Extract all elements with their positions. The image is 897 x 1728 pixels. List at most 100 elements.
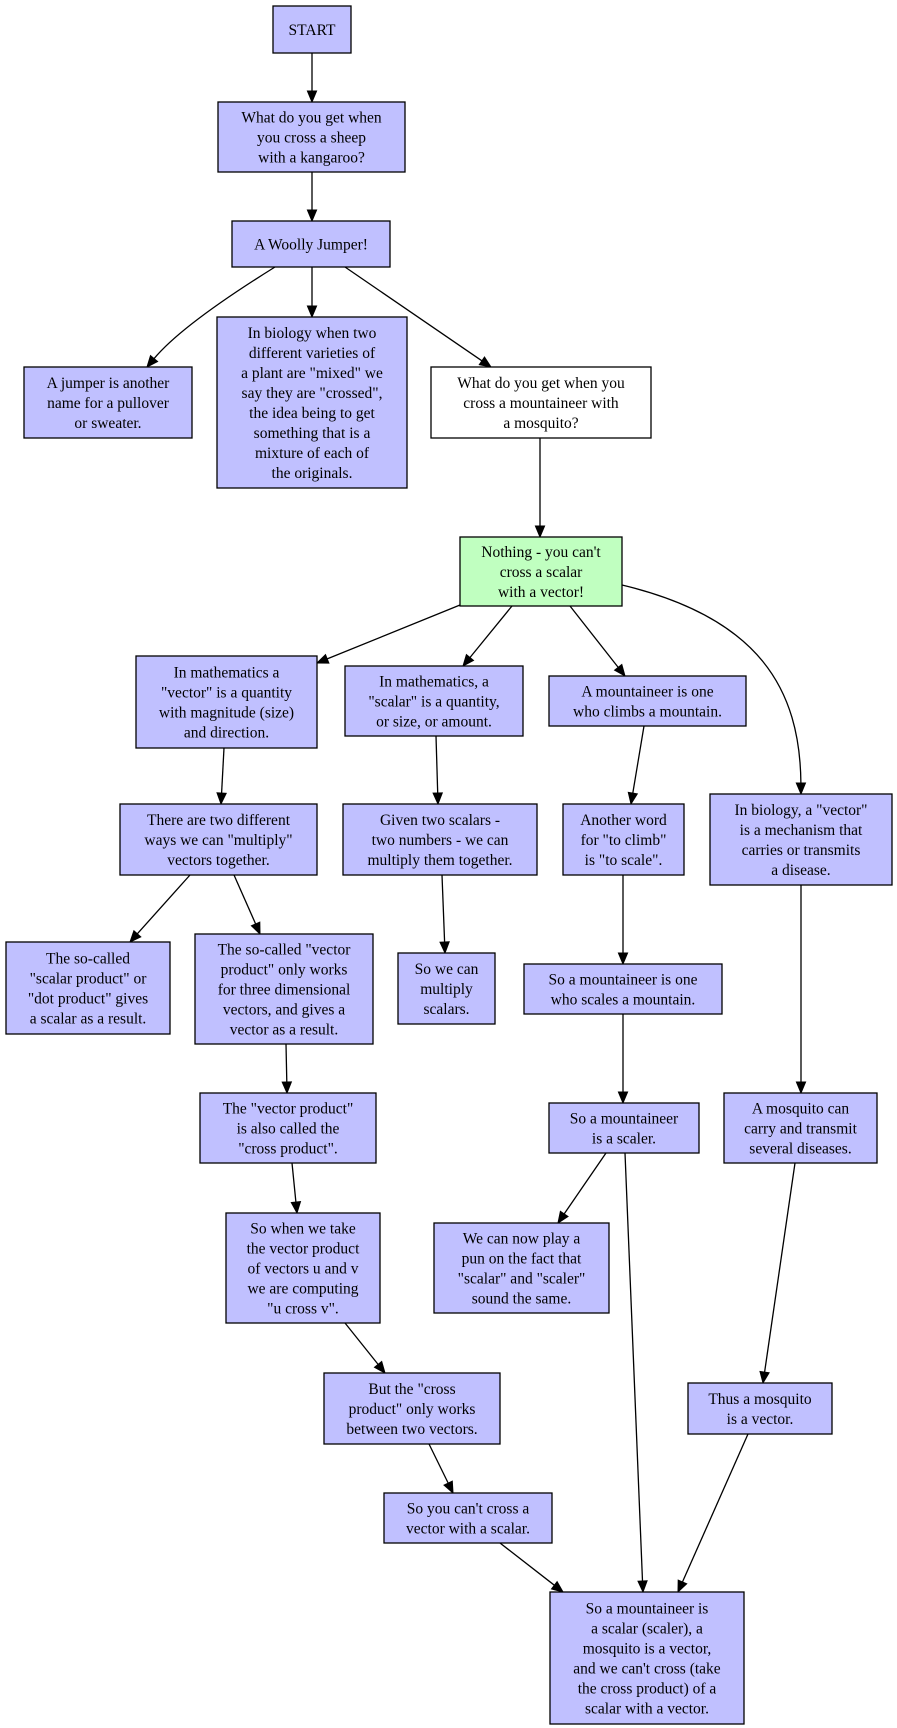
- node-text-line: "scalar" is a quantity,: [368, 694, 499, 711]
- node-text-line: In biology when two: [248, 325, 377, 342]
- node-text-line: In mathematics, a: [379, 674, 489, 691]
- node-text-line: Thus a mosquito: [708, 1391, 812, 1408]
- node-start: START: [272, 5, 352, 54]
- edge-two-scalars-to-multiply-scalars: [439, 874, 450, 955]
- node-text-line: with a kangaroo?: [258, 150, 365, 167]
- node-box: [723, 1092, 878, 1164]
- node-text-line: What do you get when: [241, 110, 382, 127]
- edge-two-ways-to-scalar-product: [129, 874, 191, 943]
- edge-line: [326, 604, 461, 660]
- node-box: [562, 803, 685, 876]
- node-text-line: for "to climb": [581, 832, 667, 849]
- node-text-line: carries or transmits: [742, 842, 861, 859]
- edge-q2-to-a2: [534, 438, 546, 539]
- node-box: [323, 1372, 501, 1445]
- node-box: [342, 803, 538, 876]
- arrowhead: [129, 929, 142, 943]
- edge-scales-mountain-to-is-scaler: [617, 1014, 629, 1105]
- node-text-line: The "vector product": [223, 1101, 354, 1118]
- node-text-line: who climbs a mountain.: [573, 704, 722, 721]
- edge-line: [344, 1322, 379, 1365]
- node-text-line: "u cross v".: [267, 1301, 339, 1318]
- edge-two-vectors-to-cant-cross: [428, 1443, 454, 1495]
- edge-line: [285, 1043, 288, 1083]
- arrowhead: [795, 1081, 807, 1095]
- node-text-line: is a mechanism that: [740, 822, 863, 839]
- edge-line: [569, 605, 619, 668]
- arrowhead: [617, 952, 629, 966]
- node-conclusion: So a mountaineer isa scalar (scaler), am…: [549, 1591, 745, 1725]
- node-text-line: "vector" is a quantity: [161, 685, 292, 702]
- node-text-line: or size, or amount.: [376, 714, 492, 731]
- node-text-line: two numbers - we can: [372, 832, 509, 849]
- node-box: [216, 316, 408, 489]
- arrowhead: [613, 663, 626, 678]
- node-text-line: But the "cross: [368, 1381, 455, 1398]
- node-box: [194, 933, 374, 1045]
- edge-line: [681, 1433, 749, 1583]
- edge-a2-to-math-scalar: [462, 605, 513, 668]
- arrowhead: [306, 209, 318, 223]
- node-box: [217, 101, 406, 173]
- node-text-line: In biology, a "vector": [734, 802, 867, 819]
- arrowhead: [677, 1579, 688, 1594]
- node-text-line: the cross product) of a: [578, 1681, 717, 1698]
- node-text-line: of vectors u and v: [247, 1261, 358, 1278]
- node-text-line: "scalar product" or: [30, 971, 148, 988]
- node-box: [23, 366, 193, 439]
- arrowhead: [627, 791, 639, 806]
- node-text-line: START: [289, 22, 336, 39]
- node-text-line: "cross product".: [238, 1141, 338, 1158]
- edge-line: [441, 874, 446, 943]
- arrowhead: [795, 782, 807, 796]
- node-text-line: and we can't cross (take: [573, 1661, 721, 1678]
- edge-line: [624, 1152, 644, 1582]
- node-text-line: scalars.: [423, 1001, 469, 1018]
- edge-line: [153, 266, 276, 360]
- node-text-line: carry and transmit: [744, 1121, 857, 1138]
- node-text-line: So when we take: [250, 1221, 356, 1238]
- edge-is-scaler-to-pun: [557, 1152, 607, 1225]
- node-text-line: different varieties of: [249, 345, 376, 362]
- node-q1: What do you get when you cross a sheep wit…: [217, 101, 406, 173]
- arrowhead: [759, 1370, 770, 1385]
- edge-line: [220, 747, 225, 794]
- node-text-line: So a mountaineer: [570, 1111, 679, 1128]
- node-text-line: product" only works: [349, 1401, 476, 1418]
- node-text-line: say they are "crossed",: [242, 385, 383, 402]
- arrowhead: [534, 525, 546, 539]
- edge-start-to-q1: [306, 53, 318, 104]
- node-text-line: multiply: [420, 981, 473, 998]
- node-box: [549, 1591, 745, 1725]
- node-math-scalar: In mathematics, a "scalar" is a quantity,…: [344, 665, 524, 737]
- arrowhead: [373, 1360, 386, 1375]
- edge-mosquito-vector-to-conclusion: [677, 1433, 749, 1594]
- node-text-line: A mosquito can: [752, 1101, 850, 1118]
- node-biology-cross: In biology when two different varieties o…: [216, 316, 408, 489]
- node-text-line: So a mountaineer is: [586, 1601, 709, 1618]
- node-box: [548, 675, 747, 727]
- node-box: [5, 941, 171, 1035]
- node-text-line: with magnitude (size): [159, 705, 294, 722]
- node-box: [135, 655, 318, 749]
- edge-line: [469, 605, 513, 658]
- node-text-line: you cross a sheep: [257, 130, 366, 147]
- node-text-line: a plant are "mixed" we: [241, 365, 383, 382]
- edge-math-vector-to-two-ways: [216, 747, 227, 806]
- node-text-line: is a scaler.: [592, 1131, 656, 1148]
- arrowhead: [617, 1091, 629, 1105]
- node-text-line: "dot product" gives: [28, 991, 148, 1008]
- edge-math-scalar-to-two-scalars: [432, 735, 444, 806]
- node-box: [225, 1212, 381, 1324]
- node-box: [231, 220, 391, 268]
- node-box: [523, 963, 723, 1015]
- node-two-scalars: Given two scalars -two numbers - we canm…: [342, 803, 538, 876]
